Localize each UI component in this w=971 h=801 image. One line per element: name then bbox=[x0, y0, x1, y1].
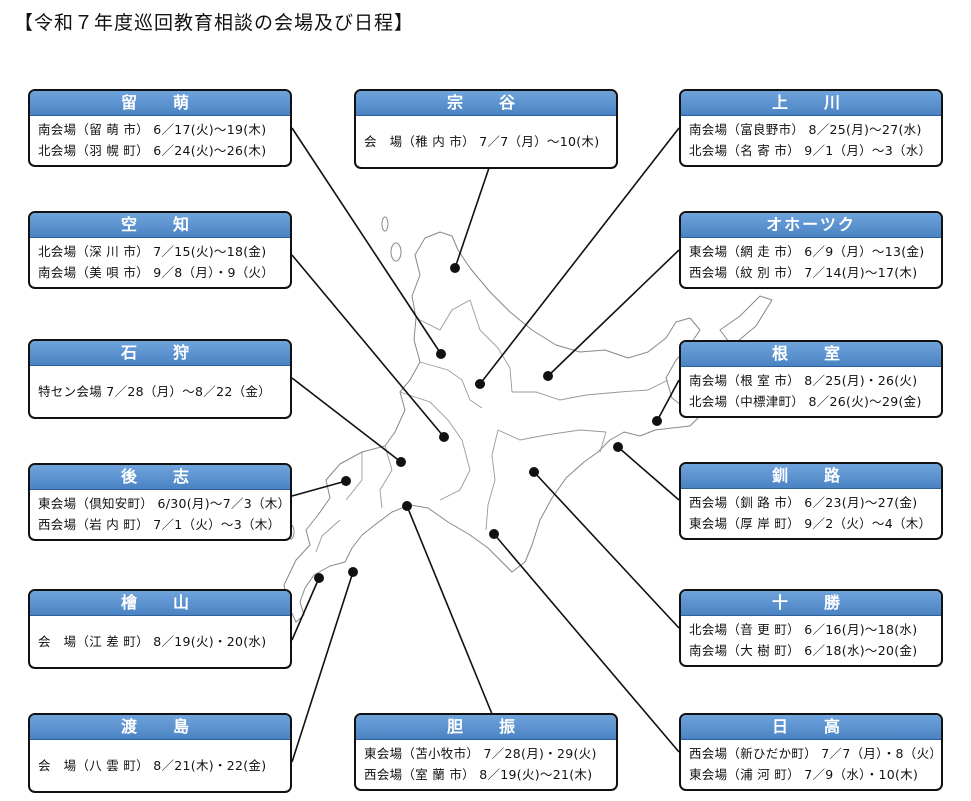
region-box-soya: 宗 谷 会 場（稚 内 市） 7／7（月）～10(木) bbox=[354, 89, 618, 169]
region-box-iburi: 胆 振 東会場（苫小牧市） 7／28(月)・29(火) 西会場（室 蘭 市） 8… bbox=[354, 713, 618, 791]
venue-marker-sorachi bbox=[439, 432, 449, 442]
venue-row: 北会場（名 寄 市） 9／1（月）～3（水） bbox=[689, 143, 932, 158]
region-name: 宗 谷 bbox=[356, 91, 616, 116]
region-name: 釧 路 bbox=[681, 464, 941, 489]
venue-row: 会 場（江 差 町） 8／19(火)・20(水) bbox=[38, 633, 267, 649]
region-name: 日 高 bbox=[681, 715, 941, 740]
region-name: 空 知 bbox=[30, 213, 290, 238]
venue-row: 東会場（倶知安町） 6/30(月)～7／3（木） bbox=[38, 496, 282, 511]
venue-marker-okhotsk bbox=[543, 371, 553, 381]
region-name: 檜 山 bbox=[30, 591, 290, 616]
region-name: オホーツク bbox=[681, 213, 941, 238]
hokkaido-outline bbox=[283, 231, 701, 623]
venue-marker-oshima bbox=[348, 567, 358, 577]
region-box-rumoi: 留 萌 南会場（留 萌 市） 6／17(火)～19(木) 北会場（羽 幌 町） … bbox=[28, 89, 292, 167]
venue-row: 北会場（深 川 市） 7／15(火)～18(金) bbox=[38, 244, 267, 259]
venue-row: 北会場（羽 幌 町） 6／24(火)～26(木) bbox=[38, 143, 267, 158]
venue-row: 会 場（八 雲 町） 8／21(木)・22(金) bbox=[38, 757, 267, 773]
venue-marker-kamikawa bbox=[475, 379, 485, 389]
venue-row: 南会場（根 室 市） 8／25(月)・26(火) bbox=[689, 373, 918, 388]
venue-marker-iburi bbox=[402, 501, 412, 511]
leader-line-ishikari bbox=[291, 377, 402, 463]
region-box-sorachi: 空 知 北会場（深 川 市） 7／15(火)～18(金) 南会場（美 唄 市） … bbox=[28, 211, 292, 289]
region-name: 十 勝 bbox=[681, 591, 941, 616]
venue-row: 南会場（富良野市） 8／25(月)～27(水) bbox=[689, 122, 922, 137]
region-name: 胆 振 bbox=[356, 715, 616, 740]
venue-row: 南会場（留 萌 市） 6／17(火)～19(木) bbox=[38, 122, 267, 137]
venue-row: 西会場（新ひだか町） 7／7（月）・8（火） bbox=[689, 746, 933, 761]
venue-row: 西会場（岩 内 町） 7／1（火）～3（木） bbox=[38, 517, 281, 532]
venue-marker-tokachi bbox=[529, 467, 539, 477]
leader-line-kamikawa bbox=[479, 127, 680, 385]
leader-line-soya bbox=[454, 158, 493, 269]
venue-row: 西会場（室 蘭 市） 8／19(火)～21(木) bbox=[364, 767, 593, 782]
region-box-tokachi: 十 勝 北会場（音 更 町） 6／16(月)～18(水) 南会場（大 樹 町） … bbox=[679, 589, 943, 667]
leader-line-sorachi bbox=[291, 254, 445, 438]
leader-line-hidaka bbox=[493, 533, 680, 753]
region-name: 留 萌 bbox=[30, 91, 290, 116]
venue-marker-hiyama bbox=[314, 573, 324, 583]
region-box-hiyama: 檜 山 会 場（江 差 町） 8／19(火)・20(水) bbox=[28, 589, 292, 669]
region-box-hidaka: 日 高 西会場（新ひだか町） 7／7（月）・8（火） 東会場（浦 河 町） 7／… bbox=[679, 713, 943, 791]
region-box-oshima: 渡 島 会 場（八 雲 町） 8／21(木)・22(金) bbox=[28, 713, 292, 793]
venue-row: 北会場（中標津町） 8／26(火)～29(金) bbox=[689, 394, 922, 409]
venue-marker-hidaka bbox=[489, 529, 499, 539]
leader-line-nemuro bbox=[656, 379, 680, 422]
venue-row: 東会場（網 走 市） 6／9（月）～13(金) bbox=[689, 244, 925, 259]
venue-marker-shiribeshi bbox=[341, 476, 351, 486]
leader-line-rumoi bbox=[291, 127, 442, 355]
region-box-kamikawa: 上 川 南会場（富良野市） 8／25(月)～27(水) 北会場（名 寄 市） 9… bbox=[679, 89, 943, 167]
venue-row: 南会場（大 樹 町） 6／18(水)～20(金) bbox=[689, 643, 918, 658]
leader-line-shiribeshi bbox=[291, 480, 347, 497]
region-name: 石 狩 bbox=[30, 341, 290, 366]
leader-line-hiyama bbox=[291, 577, 320, 641]
region-name: 上 川 bbox=[681, 91, 941, 116]
leader-line-okhotsk bbox=[547, 249, 680, 377]
venue-row: 会 場（稚 内 市） 7／7（月）～10(木) bbox=[364, 133, 600, 149]
venue-marker-ishikari bbox=[396, 457, 406, 467]
venue-row: 特セン会場 7／28（月）～8／22（金） bbox=[38, 383, 271, 399]
venue-marker-soya bbox=[450, 263, 460, 273]
region-box-shiribeshi: 後 志 東会場（倶知安町） 6/30(月)～7／3（木） 西会場（岩 内 町） … bbox=[28, 463, 292, 541]
venue-row: 西会場（釧 路 市） 6／23(月)～27(金) bbox=[689, 495, 918, 510]
venue-marker-nemuro bbox=[652, 416, 662, 426]
region-name: 根 室 bbox=[681, 342, 941, 367]
leader-line-kushiro bbox=[617, 446, 680, 501]
region-box-nemuro: 根 室 南会場（根 室 市） 8／25(月)・26(火) 北会場（中標津町） 8… bbox=[679, 340, 943, 418]
region-box-okhotsk: オホーツク 東会場（網 走 市） 6／9（月）～13(金) 西会場（紋 別 市）… bbox=[679, 211, 943, 289]
venue-row: 西会場（紋 別 市） 7／14(月)～17(木) bbox=[689, 265, 918, 280]
region-name: 後 志 bbox=[30, 465, 290, 490]
page-title: 【令和７年度巡回教育相談の会場及び日程】 bbox=[14, 12, 415, 34]
venue-marker-rumoi bbox=[436, 349, 446, 359]
region-name: 渡 島 bbox=[30, 715, 290, 740]
venue-row: 東会場（厚 岸 町） 9／2（火）～4（木） bbox=[689, 516, 932, 531]
venue-row: 北会場（音 更 町） 6／16(月)～18(水) bbox=[689, 622, 918, 637]
venue-marker-kushiro bbox=[613, 442, 623, 452]
venue-row: 東会場（苫小牧市） 7／28(月)・29(火) bbox=[364, 746, 597, 761]
leader-line-oshima bbox=[291, 571, 354, 763]
venue-row: 南会場（美 唄 市） 9／8（月）・9（火） bbox=[38, 265, 275, 280]
leader-line-tokachi bbox=[533, 471, 680, 629]
region-box-ishikari: 石 狩 特セン会場 7／28（月）～8／22（金） bbox=[28, 339, 292, 419]
leader-line-iburi bbox=[406, 505, 493, 715]
venue-row: 東会場（浦 河 町） 7／9（水）・10(木) bbox=[689, 767, 919, 782]
region-box-kushiro: 釧 路 西会場（釧 路 市） 6／23(月)～27(金) 東会場（厚 岸 町） … bbox=[679, 462, 943, 540]
